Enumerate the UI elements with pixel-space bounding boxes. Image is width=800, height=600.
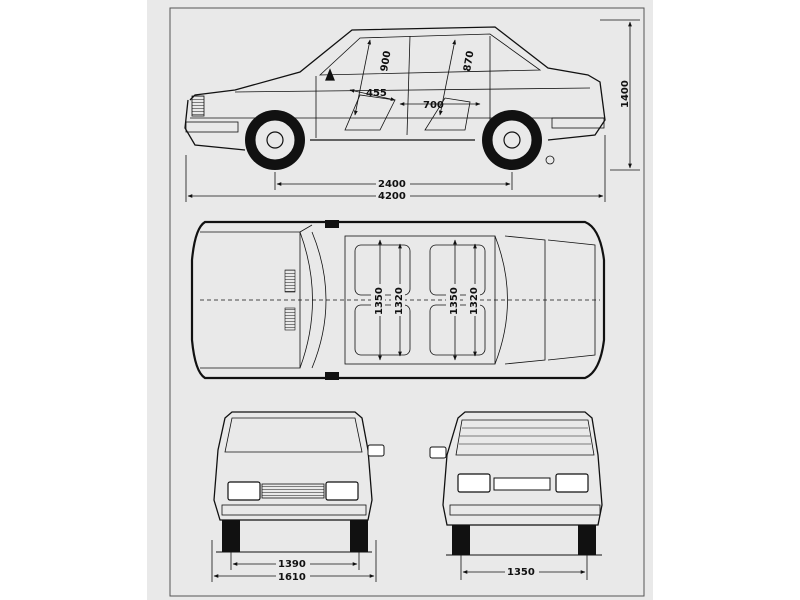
- dim-overall-width: 1610: [278, 572, 306, 583]
- drawing-frame: [169, 7, 645, 597]
- side-view: 900 870 455 700 1400 2400 4200: [184, 19, 640, 202]
- dim-height: 1400: [620, 80, 631, 108]
- dim-overall-length: 4200: [378, 191, 406, 202]
- front-right-tyre: [350, 520, 368, 552]
- dim-seat-spacing: 700: [423, 100, 444, 111]
- side-body-outline: [184, 26, 606, 151]
- rear-view: 1350: [429, 411, 603, 580]
- left-margin: [0, 0, 147, 600]
- dim-front-hip-width: 1320: [394, 287, 405, 315]
- dim-wheelbase: 2400: [378, 179, 406, 190]
- rear-body-outline: [442, 411, 603, 526]
- front-body-outline: [213, 411, 373, 521]
- rear-left-tyre: [452, 525, 470, 555]
- right-margin: [653, 0, 800, 600]
- dim-rear-shoulder-width: 1350: [449, 287, 460, 315]
- front-wheel-side: [245, 110, 305, 170]
- front-view: 1390 1610: [211, 411, 385, 583]
- dim-front-shoulder-width: 1350: [374, 287, 385, 315]
- dim-front-track: 1390: [278, 559, 306, 570]
- dim-front-headroom: 900: [379, 50, 393, 73]
- dim-rear-headroom: 870: [462, 50, 476, 73]
- rear-right-tyre: [578, 525, 596, 555]
- dim-rear-track: 1350: [507, 567, 535, 578]
- top-view: 1350 1320 1350 1320: [190, 220, 606, 380]
- dim-rear-hip-width: 1320: [469, 287, 480, 315]
- dim-seat-depth: 455: [366, 88, 387, 99]
- top-body-outline: [190, 220, 606, 380]
- rear-wheel-side: [482, 110, 542, 170]
- front-left-tyre: [222, 520, 240, 552]
